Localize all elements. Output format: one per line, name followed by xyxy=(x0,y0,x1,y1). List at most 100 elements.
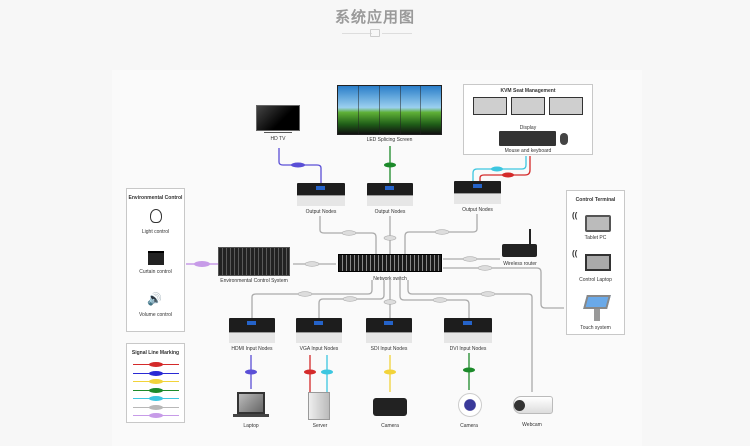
cable-tag xyxy=(463,367,475,373)
network-switch-icon xyxy=(338,254,442,272)
env-system-label: Environmental Control System xyxy=(220,278,288,284)
control-laptop-icon xyxy=(585,254,611,271)
environmental-control-system-icon xyxy=(218,247,290,276)
video-camera-icon xyxy=(373,398,407,416)
cable-tag xyxy=(304,261,320,267)
laptop-icon xyxy=(237,392,265,414)
camera-label: Camera xyxy=(460,423,478,429)
output-node-1 xyxy=(297,183,345,206)
wifi-icon: (( xyxy=(572,249,578,258)
legend-cable-tag xyxy=(149,413,163,418)
legend-cable-tag xyxy=(149,362,163,367)
decoration-icon xyxy=(370,29,380,37)
camera-label: Camera xyxy=(381,423,399,429)
laptop-base xyxy=(233,414,269,417)
environmental-control-box: Environmental Control Light control Curt… xyxy=(126,188,185,332)
output-node-2 xyxy=(367,183,413,206)
hdmi-input-node xyxy=(229,318,275,343)
cable-tag xyxy=(502,172,514,178)
legend-cable-tag xyxy=(149,396,163,401)
sdi-input-node xyxy=(366,318,412,343)
cable-tag xyxy=(291,162,305,168)
led-screen-label: LED Splicing Screen xyxy=(366,137,413,143)
legend-line xyxy=(133,404,179,410)
hdmi-input-label: HDMI Input Nodes xyxy=(231,346,273,352)
display-label: Display xyxy=(519,125,537,131)
dvi-input-node xyxy=(444,318,492,343)
control-terminal-box: Control Terminal (( Tablet PC (( Control… xyxy=(566,190,625,335)
cable-tag xyxy=(304,369,316,375)
router-antenna xyxy=(529,229,531,244)
legend-title: Signal Line Marking xyxy=(131,350,180,356)
touch-system-label: Touch system xyxy=(580,325,611,331)
cable-tag xyxy=(432,297,448,303)
legend-line xyxy=(133,396,179,401)
cable-tag xyxy=(462,256,478,262)
dvi-input-label: DVI Input Nodes xyxy=(449,346,487,352)
sdi-input-label: SDI Input Nodes xyxy=(370,346,408,352)
vga-input-label: VGA Input Nodes xyxy=(299,346,339,352)
cable-tag xyxy=(384,162,396,168)
line-webcam xyxy=(407,280,533,392)
legend-line xyxy=(133,387,179,393)
touch-stand xyxy=(594,309,600,321)
signal-line-marking-box: Signal Line Marking xyxy=(126,343,185,423)
cable-tag xyxy=(480,291,496,297)
laptop-label: Laptop xyxy=(243,423,259,429)
cable-tag xyxy=(383,299,397,305)
tablet-pc-label: Tablet PC xyxy=(584,235,607,241)
cable-tag xyxy=(491,166,503,172)
legend-cable-tag xyxy=(149,379,163,384)
keyboard-icon xyxy=(499,131,556,146)
webcam-icon xyxy=(458,393,482,417)
camera-lens xyxy=(514,400,525,411)
server-label: Server xyxy=(312,423,328,429)
display-icon xyxy=(473,97,507,115)
cable-tag xyxy=(245,369,257,375)
light-bulb-icon xyxy=(150,209,162,223)
legend-cable-tag xyxy=(149,370,163,376)
legend-cable-tag xyxy=(149,404,163,410)
legend-line xyxy=(133,413,179,418)
cable-tag xyxy=(342,296,358,302)
hd-tv-icon xyxy=(256,105,300,131)
divider xyxy=(342,33,372,34)
display-icon xyxy=(511,97,545,115)
mouse-keyboard-label: Mouse and keyboard xyxy=(504,148,552,154)
output-node-3 xyxy=(454,181,501,204)
control-terminal-title: Control Terminal xyxy=(575,197,616,203)
cable-tag xyxy=(194,261,210,267)
network-switch-label: Network switch xyxy=(373,276,407,282)
output-node-label: Output Nodes xyxy=(462,207,493,213)
environmental-control-title: Environmental Control xyxy=(128,195,183,201)
hd-tv-label: HD TV xyxy=(270,136,286,142)
tv-stand xyxy=(264,132,292,133)
display-icon xyxy=(549,97,583,115)
server-icon xyxy=(308,392,330,420)
led-splicing-screen-icon xyxy=(337,85,442,135)
mouse-icon xyxy=(560,133,568,145)
legend-cable-tag xyxy=(149,387,163,393)
cable-tag xyxy=(434,229,450,235)
volume-icon: 🔊 xyxy=(147,292,162,306)
control-laptop-label: Control Laptop xyxy=(579,277,612,283)
output-node-label: Output Nodes xyxy=(374,209,406,215)
cable-tag xyxy=(321,369,333,375)
line-switch-terminal xyxy=(443,267,564,309)
vga-input-node xyxy=(296,318,342,343)
cable-tag xyxy=(383,235,397,241)
curtain-control-label: Curtain control xyxy=(139,269,172,275)
kvm-title: KVM Seat Management xyxy=(500,88,556,94)
page-title: 系统应用图 xyxy=(334,9,415,26)
light-control-label: Light control xyxy=(141,229,170,235)
cable-tag xyxy=(477,265,493,271)
wireless-router-label: Wireless router xyxy=(503,261,537,267)
legend-line xyxy=(133,362,179,367)
webcam-label: Webcam xyxy=(522,422,542,428)
legend-line xyxy=(133,379,179,384)
tablet-pc-icon xyxy=(585,215,611,232)
output-node-label: Output Nodes xyxy=(305,209,337,215)
wireless-router-icon xyxy=(502,244,537,257)
curtain-icon xyxy=(148,251,164,265)
